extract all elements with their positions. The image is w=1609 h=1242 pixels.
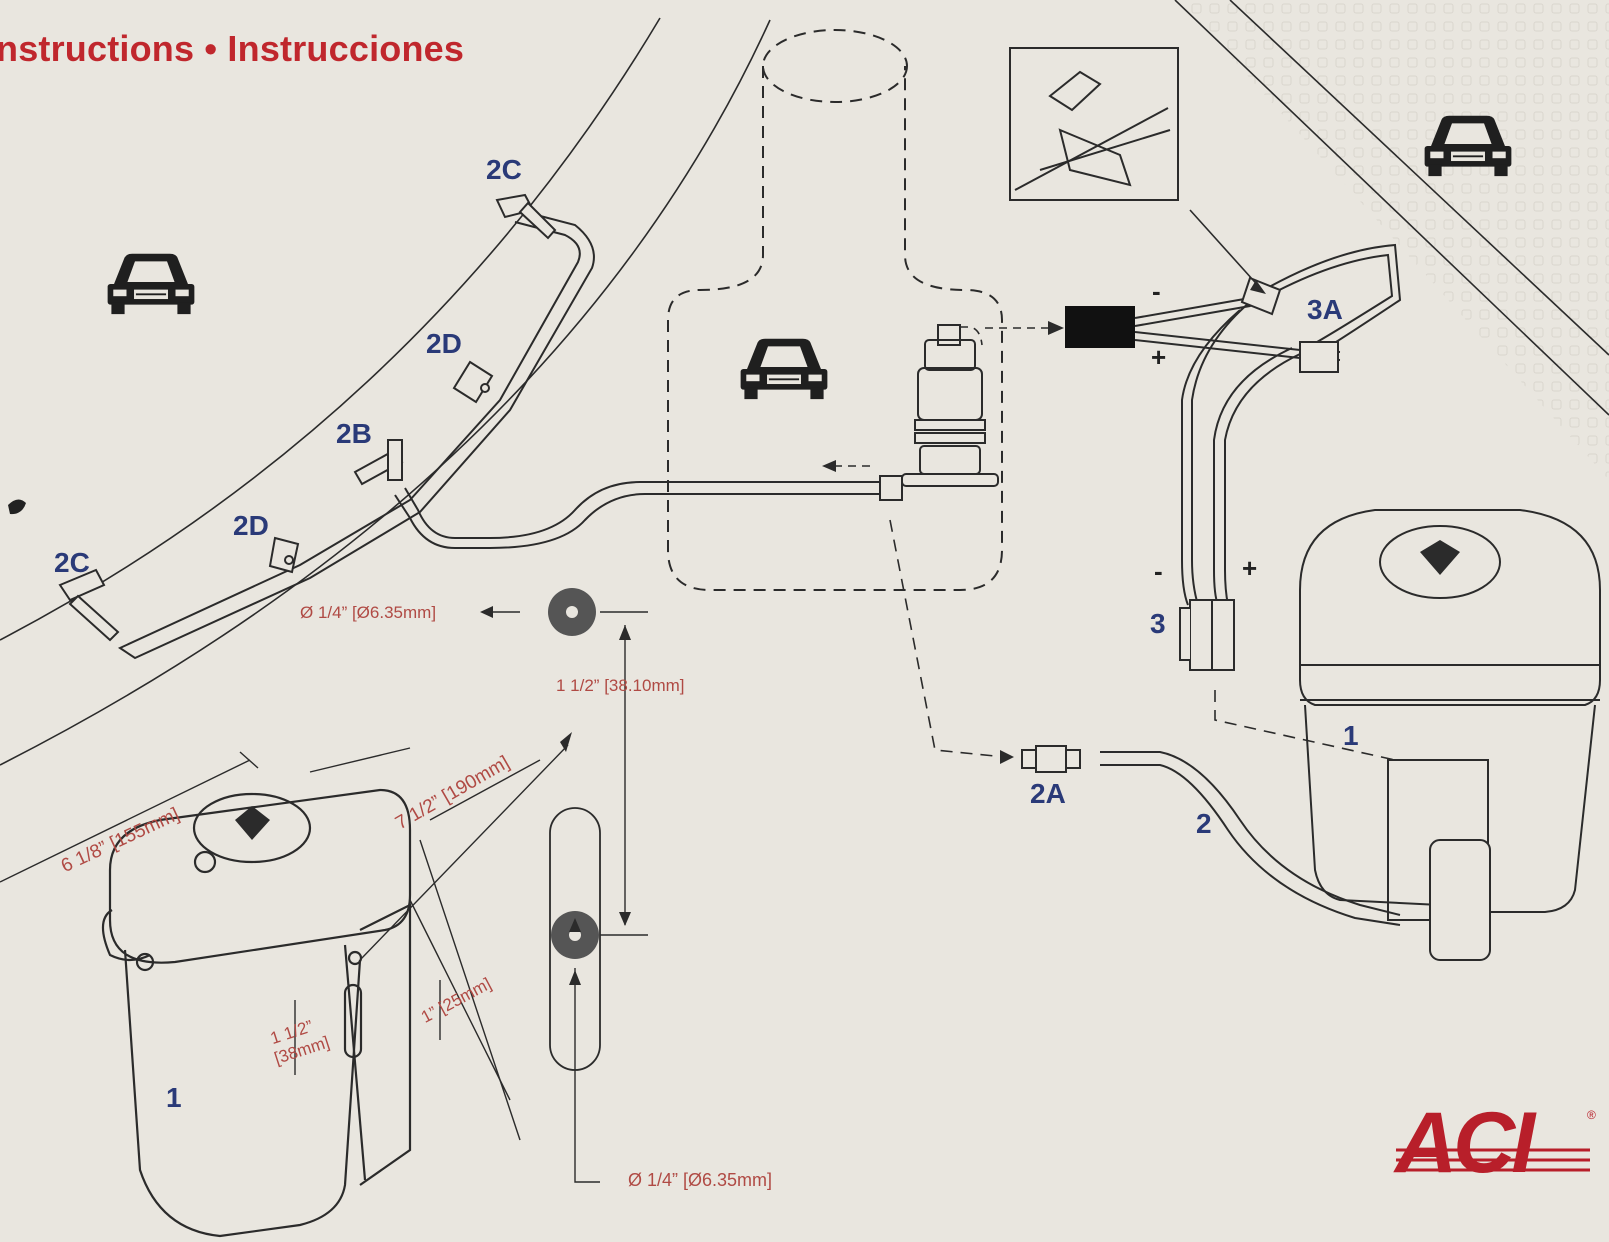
label-2c-top: 2C	[486, 154, 522, 185]
label-2a: 2A	[1030, 778, 1066, 809]
fender-line-2	[1229, 0, 1609, 356]
hose-clip-lower	[268, 536, 300, 574]
label-2d-upper: 2D	[426, 328, 462, 359]
reservoir-ghost-top	[762, 29, 908, 103]
splice-connector	[1240, 276, 1339, 373]
pump-connector-block	[1065, 306, 1135, 348]
aci-logo-text: ACI	[1395, 1095, 1535, 1191]
polarity-plus-top: +	[1151, 342, 1167, 372]
polarity-minus-top: -	[1152, 276, 1161, 306]
mounting-hole-top-icon	[548, 588, 596, 636]
splice-detail-inset	[1009, 47, 1179, 201]
label-1-left: 1	[166, 1082, 182, 1113]
label-1-right: 1	[1343, 720, 1359, 751]
reservoir-ghost-body	[667, 66, 1003, 591]
dimension-hole-top: Ø 1/4” [Ø6.35mm]	[300, 603, 437, 622]
dimension-hole-bottom: Ø 1/4” [Ø6.35mm]	[628, 1170, 773, 1190]
washer-pump	[901, 324, 999, 487]
car-front-icon	[106, 252, 196, 316]
label-2: 2	[1196, 808, 1212, 839]
tee-fitting	[353, 439, 404, 486]
reservoir-cap-icon-left	[235, 806, 270, 840]
logo-stripes	[1396, 1148, 1590, 1172]
windshield-line-outer	[0, 17, 661, 641]
label-2b: 2B	[336, 418, 372, 449]
nozzle-left	[58, 568, 120, 642]
polarity-minus-bottom: -	[1154, 556, 1163, 586]
fender-line-1	[1174, 0, 1609, 416]
label-2c-left: 2C	[54, 547, 90, 578]
registered-mark: ®	[1587, 1108, 1596, 1122]
reservoir-cap-icon-right	[1420, 540, 1460, 575]
label-3: 3	[1150, 608, 1166, 639]
car-front-icon	[739, 337, 829, 401]
label-3a: 3A	[1307, 294, 1343, 325]
dimension-hole-spacing: 1 1/2” [38.10mm]	[556, 676, 685, 695]
polarity-plus-bottom: +	[1242, 553, 1258, 583]
page-title: nstructions • Instrucciones	[0, 28, 465, 69]
nozzle-top	[495, 193, 557, 240]
harness-plug	[1179, 599, 1235, 671]
windshield-line-inner	[0, 19, 771, 766]
label-2d-lower: 2D	[233, 510, 269, 541]
reservoir-lower-left	[101, 788, 412, 1238]
hose-clip-upper	[452, 360, 494, 404]
aci-logo: ACI ®	[1395, 1095, 1596, 1191]
